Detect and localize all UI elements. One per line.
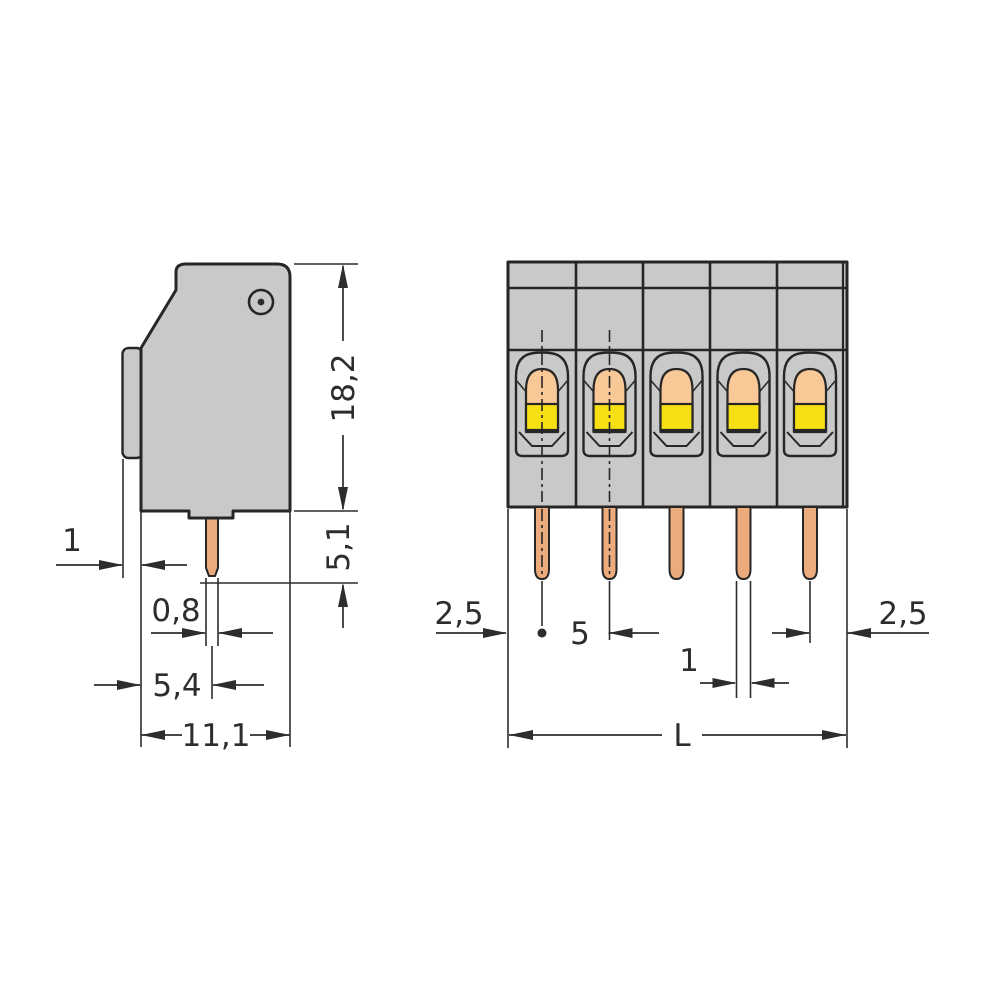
dimension-height: 18,2 bbox=[326, 264, 362, 511]
dimension-pin-width-side: 0,8 bbox=[151, 593, 273, 638]
side-housing bbox=[139, 262, 292, 520]
front-pin-4 bbox=[735, 506, 752, 580]
dimension-right-end-offset: 2,5 bbox=[772, 596, 929, 638]
dimension-pin-width-front: 1 bbox=[679, 643, 789, 688]
front-extension-lines bbox=[507, 509, 848, 748]
dimension-left-end-offset: 2,5 bbox=[434, 596, 507, 638]
dimension-total-length: L bbox=[509, 718, 846, 754]
dim-total-length: L bbox=[673, 718, 691, 754]
dim-left-end-offset: 2,5 bbox=[434, 596, 483, 632]
dimension-pole-pitch: 5 bbox=[537, 616, 659, 652]
pole-dividers bbox=[574, 262, 845, 507]
front-solder-pins bbox=[534, 506, 818, 580]
dimension-flange: 1 bbox=[56, 523, 187, 570]
dim-pin-center-offset: 5,4 bbox=[152, 668, 201, 704]
dim-pin-width-side: 0,8 bbox=[151, 593, 200, 629]
side-view: 1 0,8 5,4 11,1 bbox=[56, 262, 362, 754]
dim-right-end-offset: 2,5 bbox=[878, 596, 927, 632]
dim-housing-height: 18,2 bbox=[326, 353, 362, 422]
pitch-origin-dot bbox=[537, 628, 547, 638]
side-extension-lines bbox=[122, 263, 358, 747]
dim-pole-pitch: 5 bbox=[570, 616, 590, 652]
front-pin-3 bbox=[668, 506, 685, 580]
front-view: 2,5 5 1 2,5 bbox=[434, 260, 929, 754]
screw-hole-icon bbox=[247, 288, 275, 316]
dimension-pin-length: 5,1 bbox=[321, 522, 357, 628]
front-pin-5 bbox=[802, 506, 818, 580]
dim-housing-depth: 11,1 bbox=[181, 718, 250, 754]
screw-hole-center-dot bbox=[257, 298, 265, 306]
dim-pin-length: 5,1 bbox=[321, 522, 357, 571]
dim-pin-width-front: 1 bbox=[679, 643, 699, 679]
dimension-depth: 11,1 bbox=[141, 718, 290, 754]
dimension-pin-offset: 5,4 bbox=[94, 668, 264, 704]
dim-flange-width: 1 bbox=[62, 523, 82, 559]
